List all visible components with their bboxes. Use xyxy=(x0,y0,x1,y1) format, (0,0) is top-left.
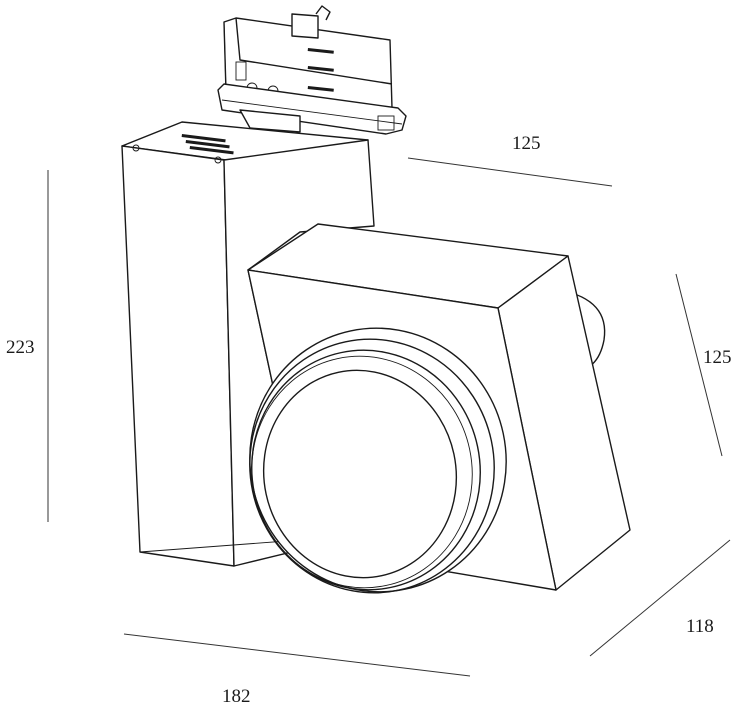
dimension-lines xyxy=(47,157,731,677)
dimension-head-height: 125 xyxy=(703,347,732,368)
dimension-top-width: 125 xyxy=(512,133,541,154)
dimension-depth: 118 xyxy=(686,616,714,637)
lamp-head xyxy=(247,223,631,594)
track-adapter xyxy=(217,5,407,135)
dimension-total-height: 223 xyxy=(6,337,35,358)
dimension-width: 182 xyxy=(222,686,251,707)
